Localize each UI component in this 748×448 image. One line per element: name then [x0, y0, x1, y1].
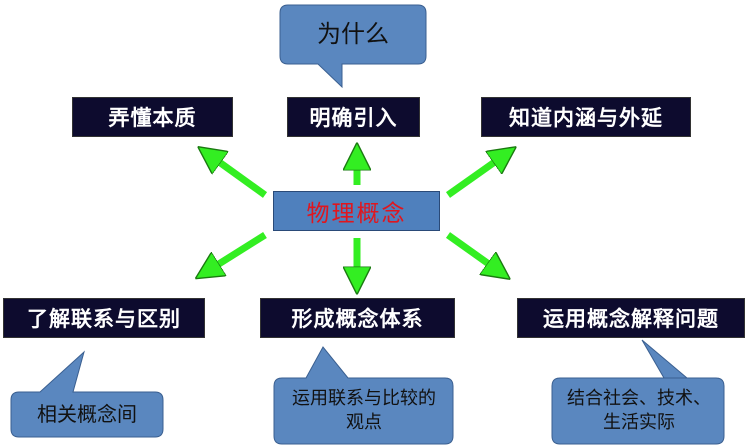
arrow-up-right: [445, 154, 506, 198]
box-concept-system: 形成概念体系: [260, 298, 455, 338]
callout-related: 相关概念间: [37, 402, 137, 426]
callout-related-shape: [10, 350, 164, 438]
center-physics-concept: 物理概念: [273, 191, 440, 231]
callout-why: 为什么: [317, 20, 389, 49]
arrow-down-right: [445, 232, 500, 272]
callout-compare: 运用联系与比较的观点: [292, 387, 436, 433]
callout-practice: 结合社会、技术、生活实际: [567, 387, 711, 433]
callout-practice-shape: [551, 339, 725, 445]
arrow-up-left: [208, 154, 268, 198]
box-relations-differences: 了解联系与区别: [3, 298, 205, 338]
arrow-down-left: [206, 232, 267, 272]
box-understand-essence: 弄懂本质: [72, 97, 233, 137]
box-connotation-extension: 知道内涵与外延: [481, 97, 691, 137]
callout-why-shape: [279, 4, 427, 89]
callout-compare-shape: [273, 346, 454, 445]
box-apply-concepts: 运用概念解释问题: [517, 298, 745, 338]
box-clear-introduction: 明确引入: [287, 97, 420, 137]
